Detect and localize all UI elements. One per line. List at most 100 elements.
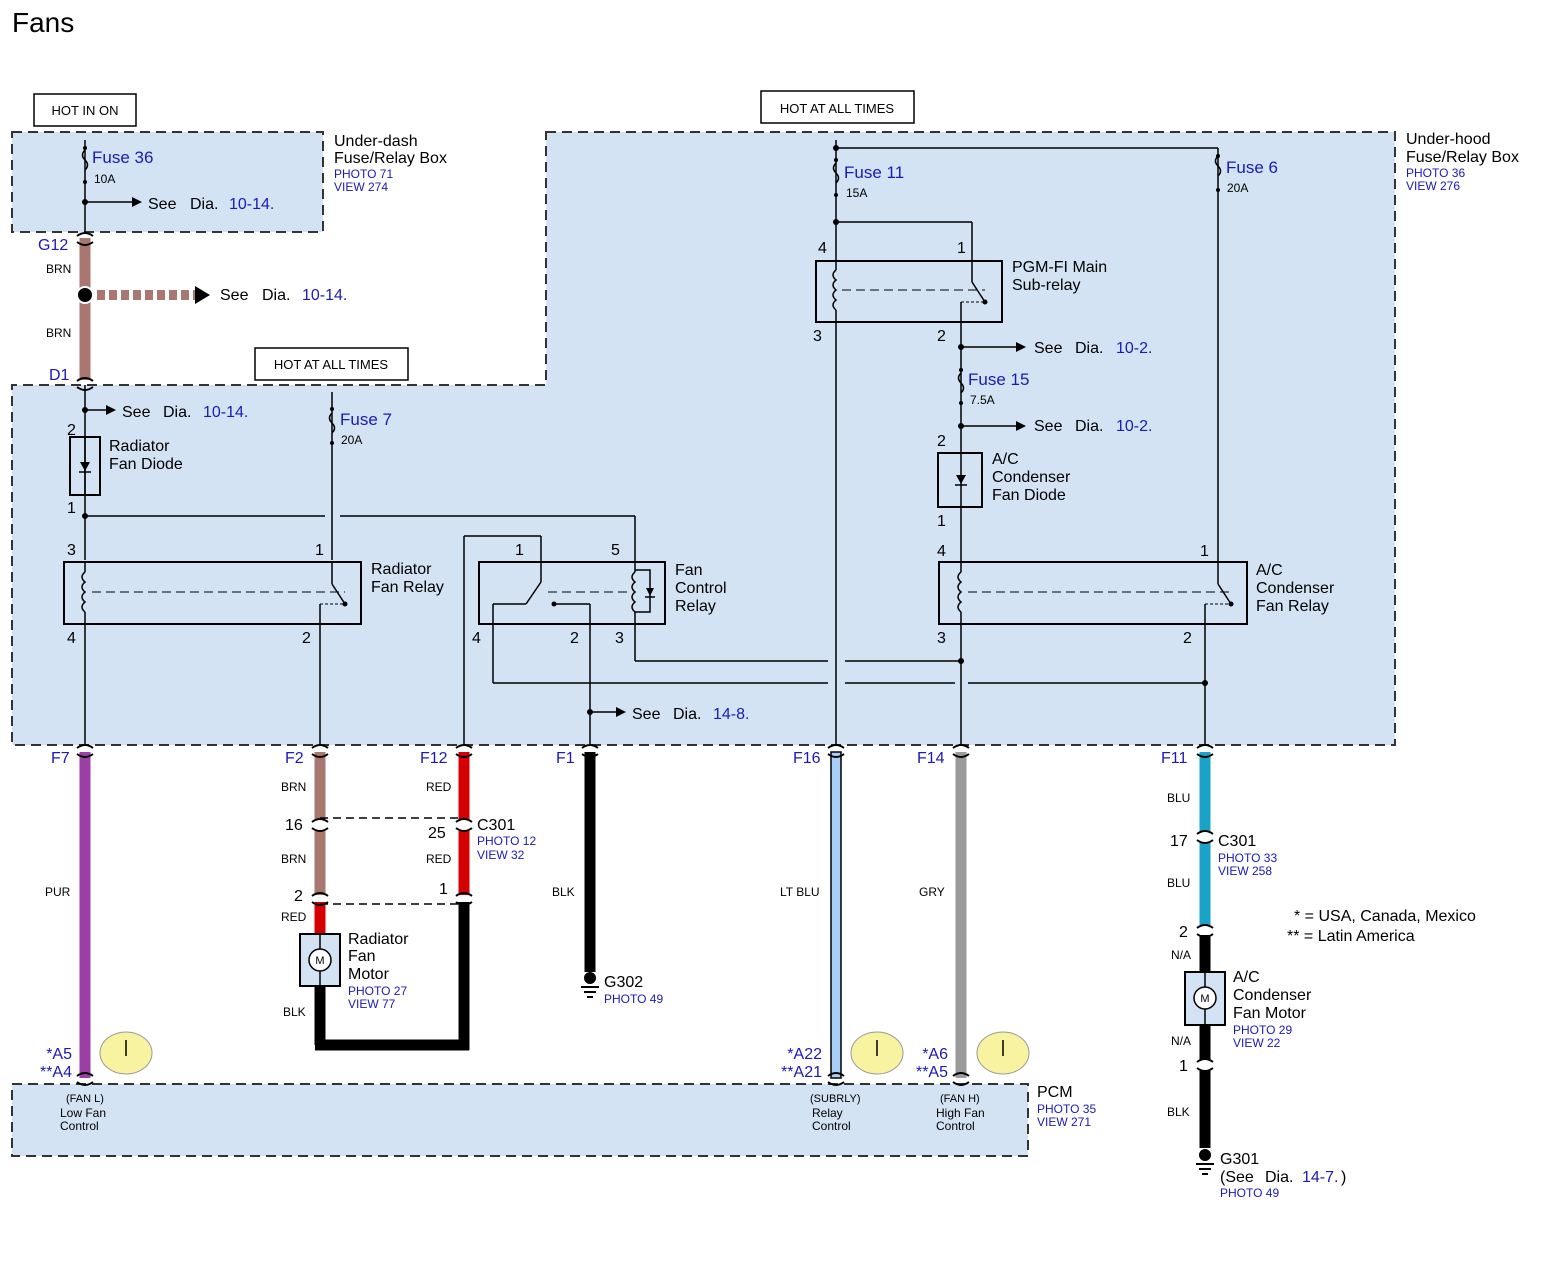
arrowheads	[106, 197, 1026, 717]
fuse-11-name: Fuse 11	[844, 163, 904, 182]
radiator-fan-diode	[69, 436, 101, 496]
svg-text:Control: Control	[936, 1119, 975, 1133]
ac-motor-label-1: A/C	[1233, 969, 1260, 986]
connector-brackets	[76, 232, 1214, 1086]
svg-text:BLU: BLU	[1167, 791, 1190, 805]
underhood-view: VIEW 276	[1406, 179, 1460, 193]
note-usa: * = USA, Canada, Mexico	[1294, 908, 1476, 925]
conn-f14: F14	[917, 750, 945, 767]
underhood-label-1: Under-hood	[1406, 131, 1491, 148]
conn-c301b-view: VIEW 258	[1218, 864, 1272, 878]
pgm-relay-label-1: PGM-FI Main	[1012, 259, 1107, 276]
pgm-fi-sub-relay	[815, 260, 1003, 323]
underdash-fuse-box	[11, 131, 324, 233]
thin-wires	[84, 140, 1219, 745]
fan-ctrl-label-2: Control	[675, 580, 727, 597]
g302-label: G302	[604, 974, 643, 991]
hot-in-on-box	[33, 93, 137, 127]
fuse-7-amp: 20A	[341, 433, 362, 447]
junction-dots	[82, 145, 1208, 715]
splice-arrow	[195, 286, 210, 304]
fuse-dots	[83, 146, 1220, 445]
svg-text:2: 2	[570, 630, 579, 647]
svg-text:3: 3	[937, 630, 946, 647]
svg-text:Dia.: Dia.	[163, 404, 191, 421]
svg-text:1: 1	[957, 240, 966, 257]
ac-condenser-fan-diode	[937, 452, 983, 508]
g301-see: (See	[1220, 1169, 1254, 1186]
g301-label: G301	[1220, 1151, 1259, 1168]
see-ref-4: See Dia. 10-2.	[1034, 340, 1152, 357]
svg-text:See: See	[632, 706, 661, 723]
fuse-36-amp: 10A	[94, 172, 115, 186]
svg-text:10-2.: 10-2.	[1116, 340, 1152, 357]
svg-text:1: 1	[315, 542, 324, 559]
rad-motor-photo: PHOTO 27	[348, 984, 407, 998]
svg-text:Dia.: Dia.	[1075, 418, 1103, 435]
svg-text:2: 2	[67, 422, 76, 439]
conn-f16: F16	[793, 750, 821, 767]
hot-in-on-label: HOT IN ON	[52, 103, 119, 118]
conn-f12: F12	[420, 750, 448, 767]
hot-at-all-times-box-mid	[254, 347, 409, 381]
ac-motor-label-3: Fan Motor	[1233, 1005, 1307, 1022]
svg-text:Dia.: Dia.	[190, 196, 218, 213]
see-ref-1: See Dia. 10-14.	[148, 196, 274, 213]
svg-text:Dia.: Dia.	[1075, 340, 1103, 357]
svg-text:2: 2	[302, 630, 311, 647]
svg-text:GRY: GRY	[919, 885, 945, 899]
fan-ctrl-label-1: Fan	[675, 562, 703, 579]
rad-motor-label-2: Fan	[348, 948, 376, 965]
svg-text:See: See	[220, 287, 249, 304]
svg-text:RED: RED	[426, 780, 452, 794]
ac-diode-label-2: Condenser	[992, 469, 1071, 486]
svg-text:3: 3	[615, 630, 624, 647]
pin-numbers: 4 1 3 2 2 1 2 1 3 1 4 2 1 5 4 2 3 4 1 3 …	[67, 240, 1209, 1075]
svg-text:See: See	[1034, 340, 1063, 357]
pcm-a21: **A21	[781, 1064, 822, 1081]
svg-text:1: 1	[515, 542, 524, 559]
rad-relay-label-2: Fan Relay	[371, 579, 444, 596]
svg-text:LT BLU: LT BLU	[780, 885, 820, 899]
svg-text:4: 4	[937, 543, 946, 560]
g301-photo: PHOTO 49	[1220, 1186, 1279, 1200]
pcm-terminal-fan-l: (FAN L) Low Fan Control	[60, 1093, 106, 1133]
pcm-terminal-subrly: (SUBRLY) Relay Control	[810, 1093, 861, 1133]
rad-diode-label-1: Radiator	[109, 438, 170, 455]
ac-diode-label-1: A/C	[992, 451, 1019, 468]
rad-relay-label-1: Radiator	[371, 561, 432, 578]
svg-text:5: 5	[611, 542, 620, 559]
g301-see-ref: 14-7.	[1302, 1169, 1338, 1186]
ac-relay-label-2: Condenser	[1256, 580, 1335, 597]
radiator-fan-relay	[63, 561, 362, 625]
underdash-label-2: Fuse/Relay Box	[334, 150, 447, 167]
fan-ctrl-label-3: Relay	[675, 598, 716, 615]
see-ref-3: See Dia. 10-14.	[122, 404, 248, 421]
pcm-a5: *A5	[46, 1046, 72, 1063]
svg-text:High Fan: High Fan	[936, 1106, 985, 1120]
rad-motor-label-3: Motor	[348, 966, 390, 983]
svg-text:4: 4	[818, 240, 827, 257]
rad-motor-view: VIEW 77	[348, 997, 396, 1011]
pcm-name: PCM	[1037, 1084, 1073, 1101]
colored-wires	[79, 238, 1211, 1148]
svg-text:1: 1	[1179, 1058, 1188, 1075]
conn-c301-photo: PHOTO 12	[477, 834, 536, 848]
svg-text:Dia.: Dia.	[673, 706, 701, 723]
conn-f7: F7	[51, 750, 70, 767]
svg-text:2: 2	[1183, 630, 1192, 647]
pgm-relay-label-2: Sub-relay	[1012, 277, 1080, 294]
pcm-photo: PHOTO 35	[1037, 1102, 1096, 1116]
svg-text:4: 4	[472, 630, 481, 647]
ac-motor-m: M	[1200, 993, 1209, 1005]
svg-text:2: 2	[1179, 924, 1188, 941]
g301-see-dia: Dia.	[1265, 1169, 1293, 1186]
fuse-6-amp: 20A	[1227, 181, 1248, 195]
conn-f1: F1	[556, 750, 575, 767]
see-ref-2: See Dia. 10-14.	[220, 287, 347, 304]
svg-text:N/A: N/A	[1171, 1034, 1191, 1048]
ac-relay-label-1: A/C	[1256, 562, 1283, 579]
rad-motor-m: M	[315, 955, 324, 967]
underdash-photo: PHOTO 71	[334, 167, 393, 181]
